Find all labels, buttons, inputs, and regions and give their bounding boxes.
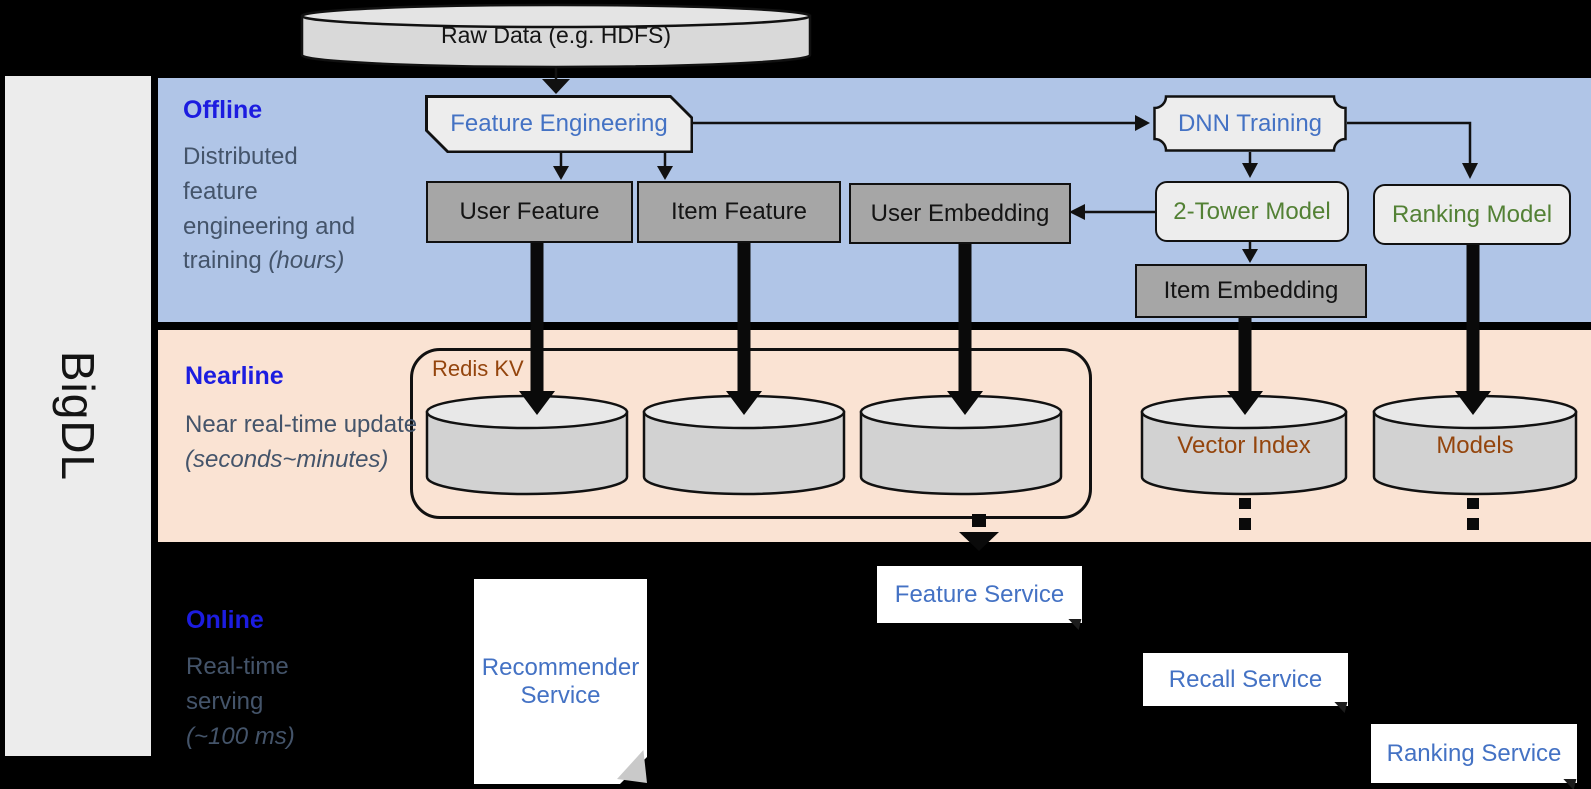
offline-section-subtitle: Distributed feature engineering and trai… xyxy=(183,140,373,279)
offline-subtitle-italic: (hours) xyxy=(268,247,345,275)
dnn-training-label: DNN Training xyxy=(1177,109,1323,137)
recommender-service-node: Recommender Service xyxy=(474,579,647,784)
feature-engineering-node: Feature Engineering xyxy=(425,95,693,153)
ranking-service-fold-corner xyxy=(1560,779,1577,789)
vector-index-label: Vector Index xyxy=(1177,432,1311,459)
feature-engineering-label: Feature Engineering xyxy=(428,98,691,151)
feature-service-node: Feature Service xyxy=(877,566,1082,630)
online-subtitle-text: Real-time serving xyxy=(186,653,289,715)
plaque-shape xyxy=(1153,95,1347,152)
online-section-subtitle: Real-time serving (~100 ms) xyxy=(186,650,321,754)
models-label: Models xyxy=(1436,432,1514,459)
recall-service-label: Recall Service xyxy=(1168,665,1323,693)
user-embedding-node: User Embedding xyxy=(849,183,1071,244)
redis-kv-container xyxy=(410,348,1092,519)
item-embedding-node: Item Embedding xyxy=(1135,264,1367,318)
two-tower-model-node: 2-Tower Model xyxy=(1155,181,1349,242)
recall-service-node: Recall Service xyxy=(1143,653,1348,713)
ranking-service-label: Ranking Service xyxy=(1386,739,1562,767)
ranking-model-node: Ranking Model xyxy=(1373,184,1571,245)
ranking-service-node: Ranking Service xyxy=(1371,724,1577,789)
offline-section-title: Offline xyxy=(183,96,263,124)
redis-kv-label: Redis KV xyxy=(432,356,524,381)
feature-service-fold-corner xyxy=(1065,619,1082,630)
nearline-section-subtitle: Near real-time update (seconds~minutes) xyxy=(185,408,425,478)
feature-service-label: Feature Service xyxy=(894,580,1065,608)
bigdl-logo-text: BigDL xyxy=(51,350,104,482)
nearline-subtitle-italic: (seconds~minutes) xyxy=(185,445,389,473)
raw-data-label: Raw Data (e.g. HDFS) xyxy=(440,21,672,48)
offline-subtitle-text: Distributed feature engineering and trai… xyxy=(183,143,356,275)
dnn-training-node: DNN Training xyxy=(1153,95,1347,152)
user-feature-node: User Feature xyxy=(426,181,633,243)
nearline-section-title: Nearline xyxy=(185,362,284,390)
recall-service-fold-corner xyxy=(1331,702,1348,713)
nearline-subtitle-text: Near real-time update xyxy=(185,411,418,438)
bigdl-brand-bar: BigDL xyxy=(5,76,151,756)
online-section-title: Online xyxy=(186,606,264,634)
online-subtitle-italic: (~100 ms) xyxy=(186,722,295,750)
item-feature-node: Item Feature xyxy=(637,181,841,243)
